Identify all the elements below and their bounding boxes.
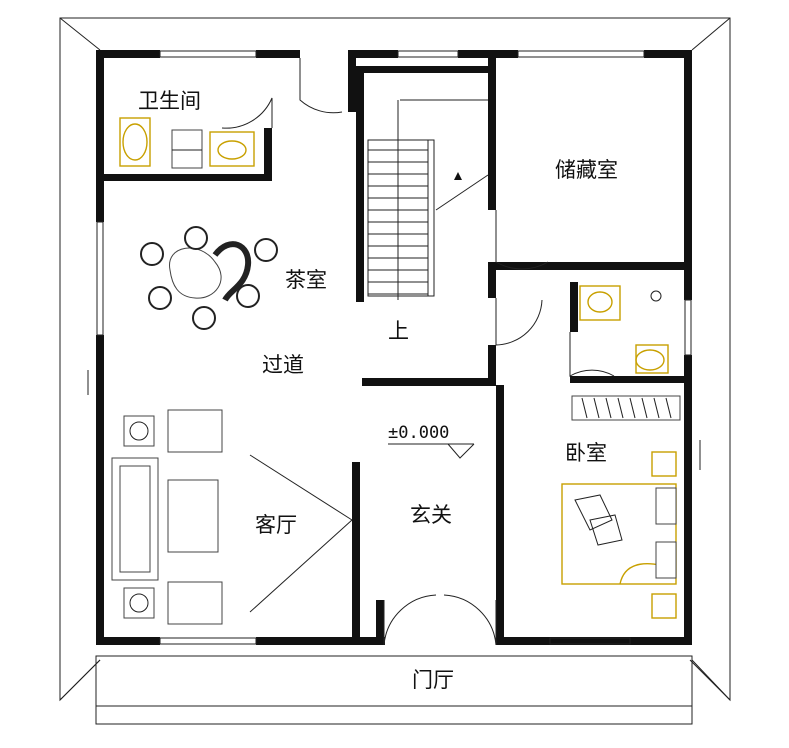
tea-stool xyxy=(184,226,208,250)
tea-stool xyxy=(148,286,172,310)
room-label-foyer: 玄关 xyxy=(410,503,452,527)
toilet-door xyxy=(221,97,273,129)
tea-stool xyxy=(192,306,216,330)
tea-stool xyxy=(254,238,278,262)
eave-outline xyxy=(59,17,731,725)
room-label-tea-room: 茶室 xyxy=(285,268,327,292)
doors xyxy=(221,58,615,646)
entry-door-right xyxy=(443,594,497,646)
living-room-furniture xyxy=(111,409,223,625)
bedroom-furniture xyxy=(561,395,681,619)
room-label-toilet: 卫生间 xyxy=(138,89,201,113)
room-labels: 卫生间 茶室 储藏室 过道 客厅 玄关 卧室 门厅 上 xyxy=(138,89,618,692)
stair-up-label: 上 xyxy=(388,319,409,343)
entry-door-left xyxy=(383,594,437,646)
room-label-bedroom: 卧室 xyxy=(565,441,607,465)
tea-room-door xyxy=(299,58,343,114)
room-label-living-room: 客厅 xyxy=(255,513,297,537)
staircase xyxy=(367,99,489,300)
tea-table-set xyxy=(140,226,278,330)
tea-stool xyxy=(236,284,260,308)
elevation-marker: ±0.000 xyxy=(388,423,475,459)
windows xyxy=(87,50,701,645)
room-label-corridor: 过道 xyxy=(262,353,304,377)
bedroom-door xyxy=(495,298,543,346)
elevation-label: ±0.000 xyxy=(388,423,449,443)
toilet-fixtures xyxy=(119,117,255,169)
tea-stool xyxy=(140,242,164,266)
ensuite-door xyxy=(569,332,615,377)
room-label-porch: 门厅 xyxy=(412,668,454,692)
storage-door xyxy=(495,210,549,270)
ensuite-fixtures xyxy=(579,285,669,374)
interior-walls xyxy=(96,66,690,645)
exterior-walls xyxy=(96,50,692,645)
room-label-storage: 储藏室 xyxy=(555,158,618,182)
